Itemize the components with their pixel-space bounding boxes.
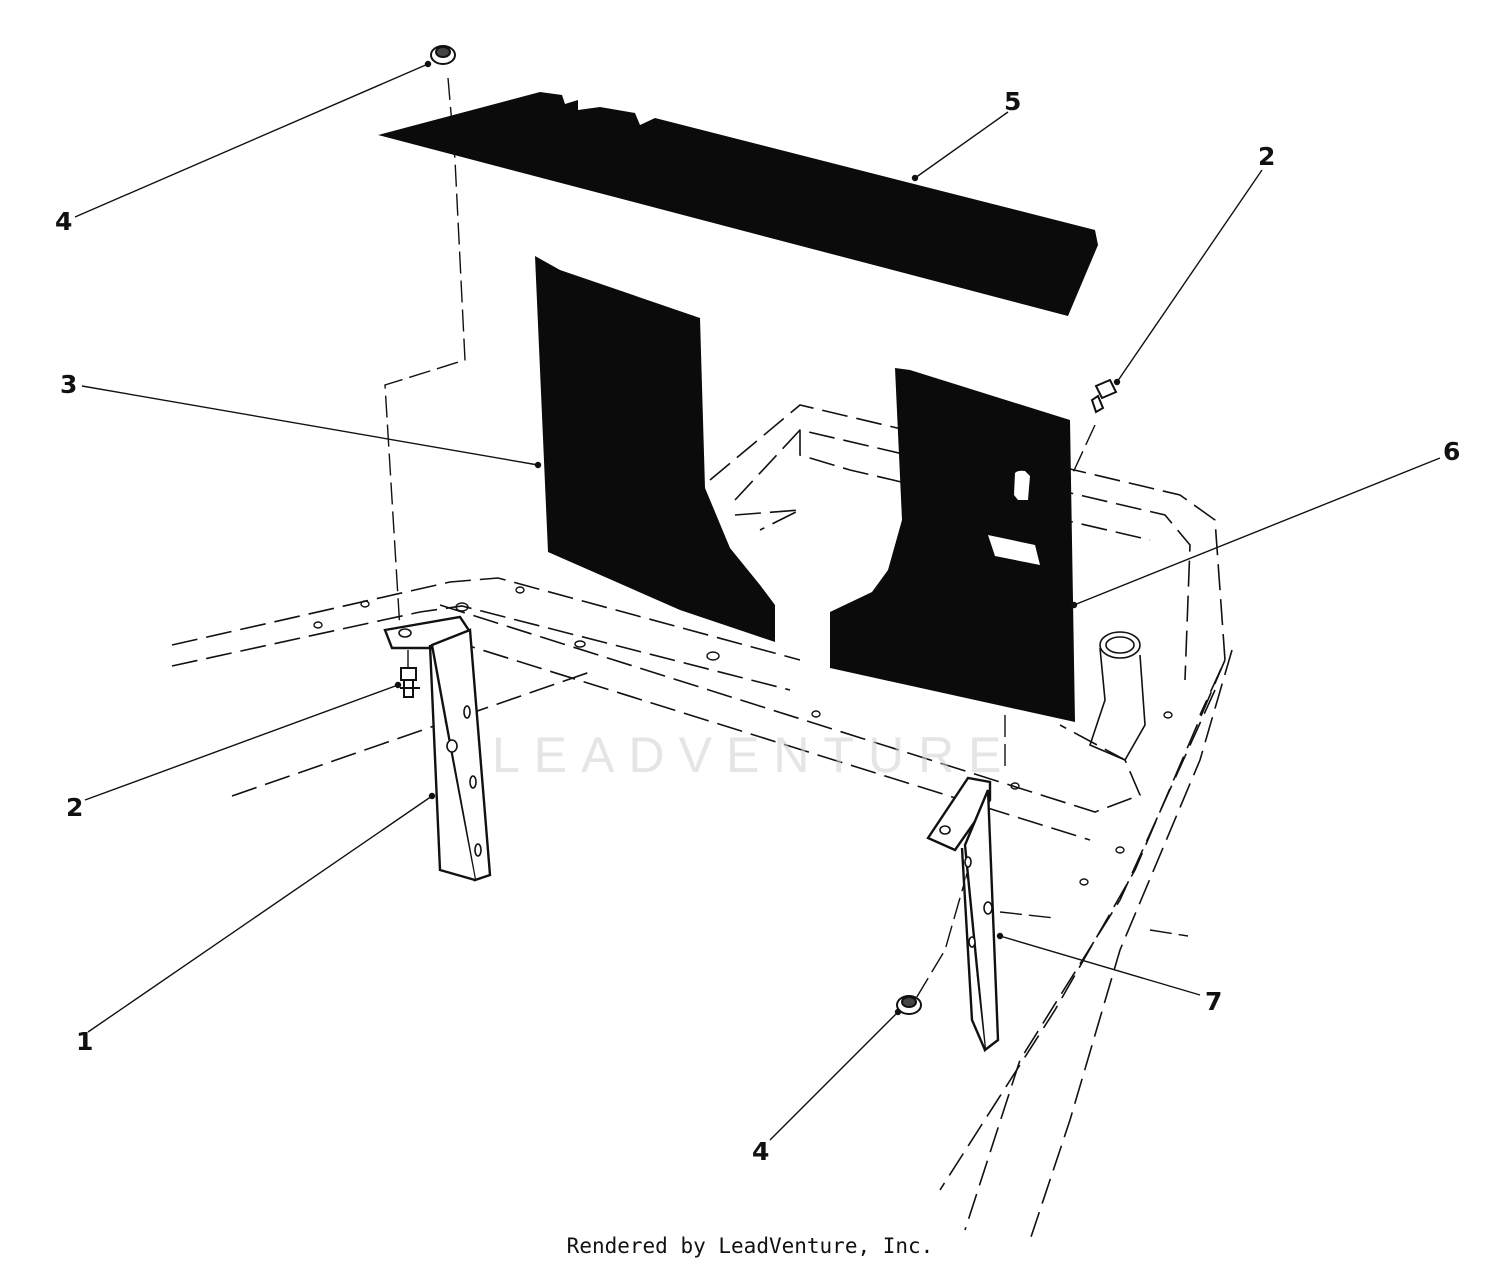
part-3-left-panel bbox=[535, 256, 775, 642]
callout-7: 7 bbox=[1205, 987, 1222, 1016]
callout-2-right: 2 bbox=[1258, 142, 1275, 171]
rendered-by-credit: Rendered by LeadVenture, Inc. bbox=[566, 1234, 934, 1258]
watermark-text: LEADVENTURE bbox=[492, 727, 1016, 783]
callout-1: 1 bbox=[76, 1027, 93, 1056]
callout-4-top: 4 bbox=[55, 207, 72, 236]
filler-neck bbox=[1089, 631, 1146, 762]
callout-5: 5 bbox=[1004, 87, 1021, 116]
part-5-top-panel bbox=[378, 92, 1098, 316]
callout-6: 6 bbox=[1443, 437, 1460, 466]
part-7-right-bracket bbox=[926, 776, 1000, 1053]
part-1-left-bracket bbox=[383, 615, 492, 882]
hood-frame-outline bbox=[171, 404, 1233, 1241]
part-4-grommet-top bbox=[430, 45, 456, 65]
callout-4-bottom: 4 bbox=[752, 1137, 769, 1166]
part-6-right-panel bbox=[830, 368, 1075, 722]
part-4-grommet-bottom bbox=[896, 995, 922, 1015]
leader-lines bbox=[74, 60, 1441, 1141]
part-2-screw-right bbox=[1090, 378, 1118, 414]
callout-2-left: 2 bbox=[66, 793, 83, 822]
callout-3: 3 bbox=[60, 370, 77, 399]
frame-holes bbox=[313, 586, 1173, 886]
part-2-screw-left bbox=[400, 667, 420, 698]
